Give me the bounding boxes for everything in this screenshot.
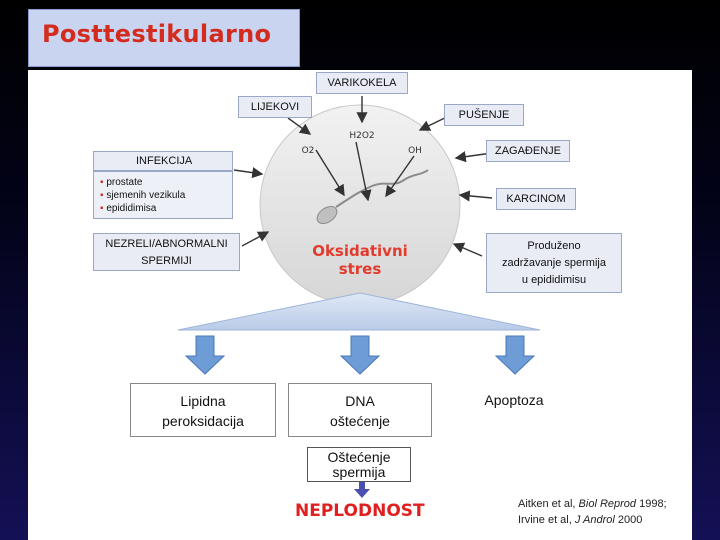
lijekovi-label: LIJEKOVI bbox=[250, 101, 300, 113]
source-arrows bbox=[233, 96, 493, 257]
o2-label: O2 bbox=[302, 146, 315, 156]
oxidative-line: Oksidativni bbox=[312, 242, 408, 260]
zagadenje-box: ZAGAĐENJE bbox=[486, 140, 570, 162]
h2o2-label: H2O2 bbox=[349, 131, 374, 141]
citation-1: Aitken et al, Biol Reprod 1998; bbox=[518, 496, 667, 512]
apoptoza-label: Apoptoza bbox=[484, 392, 544, 408]
title-box bbox=[28, 9, 300, 67]
produzeno-line: u epididimisu bbox=[521, 274, 587, 286]
dna-line: DNA bbox=[345, 393, 375, 409]
lipidna-box: Lipidna peroksidacija bbox=[130, 383, 276, 437]
lipidna-line: peroksidacija bbox=[162, 413, 244, 429]
infekcija-label: INFEKCIJA bbox=[136, 155, 193, 167]
dna-box: DNA oštećenje bbox=[288, 383, 432, 437]
nezreli-line: SPERMIJI bbox=[141, 255, 192, 267]
citation-year: 1998; bbox=[636, 498, 667, 510]
nezreli-box: NEZRELI/ABNORMALNI SPERMIJI bbox=[93, 233, 240, 271]
infekcija-item: prostate bbox=[100, 176, 185, 189]
oh-label: OH bbox=[408, 146, 422, 156]
citations: Aitken et al, Biol Reprod 1998; Irvine e… bbox=[518, 496, 667, 528]
oxidative-line: stres bbox=[338, 260, 382, 278]
produzeno-box: Produženo zadržavanje spermija u epididi… bbox=[486, 233, 622, 293]
citation-2: Irvine et al, J Androl 2000 bbox=[518, 512, 667, 528]
varikokela-label: VARIKOKELA bbox=[327, 77, 397, 89]
nezreli-line: NEZRELI/ABNORMALNI bbox=[105, 238, 228, 250]
neplodnost-arrow bbox=[354, 481, 370, 498]
neplodnost-label: NEPLODNOST bbox=[295, 501, 425, 521]
pusenje-box: PUŠENJE bbox=[444, 104, 524, 126]
zagadenje-label: ZAGAĐENJE bbox=[494, 145, 561, 157]
effects-trapezoid bbox=[177, 292, 541, 331]
citation-authors: Aitken et al, bbox=[518, 498, 579, 510]
oxidative-stress-label: Oksidativni stres bbox=[300, 242, 420, 278]
citation-journal: Biol Reprod bbox=[578, 498, 637, 510]
infekcija-item: epididimisa bbox=[100, 202, 185, 215]
infekcija-item: sjemenih vezikula bbox=[100, 189, 185, 202]
infekcija-list: prostate sjemenih vezikula epididimisa bbox=[100, 176, 185, 215]
karcinom-box: KARCINOM bbox=[496, 188, 576, 210]
lipidna-line: Lipidna bbox=[180, 393, 226, 409]
pusenje-label: PUŠENJE bbox=[458, 109, 510, 121]
citation-year: 2000 bbox=[614, 514, 643, 526]
infekcija-box: INFEKCIJA bbox=[93, 151, 233, 171]
varikokela-box: VARIKOKELA bbox=[316, 72, 408, 94]
karcinom-label: KARCINOM bbox=[506, 193, 566, 205]
produzeno-line: zadržavanje spermija bbox=[502, 257, 606, 269]
dna-line: oštećenje bbox=[330, 413, 390, 429]
ostecenje-line: spermija bbox=[332, 464, 386, 480]
apoptoza-box: Apoptoza bbox=[444, 383, 584, 437]
citation-authors: Irvine et al, bbox=[518, 514, 575, 526]
lijekovi-box: LIJEKOVI bbox=[238, 96, 312, 118]
effect-arrows bbox=[184, 335, 536, 375]
ostecenje-box: Oštećenje spermija bbox=[307, 447, 411, 482]
produzeno-line: Produženo bbox=[527, 240, 581, 252]
sperm-icon bbox=[316, 169, 429, 225]
ostecenje-line: Oštećenje bbox=[327, 449, 391, 465]
citation-journal: J Androl bbox=[574, 514, 615, 526]
slide-title: Posttestikularno bbox=[42, 20, 272, 48]
